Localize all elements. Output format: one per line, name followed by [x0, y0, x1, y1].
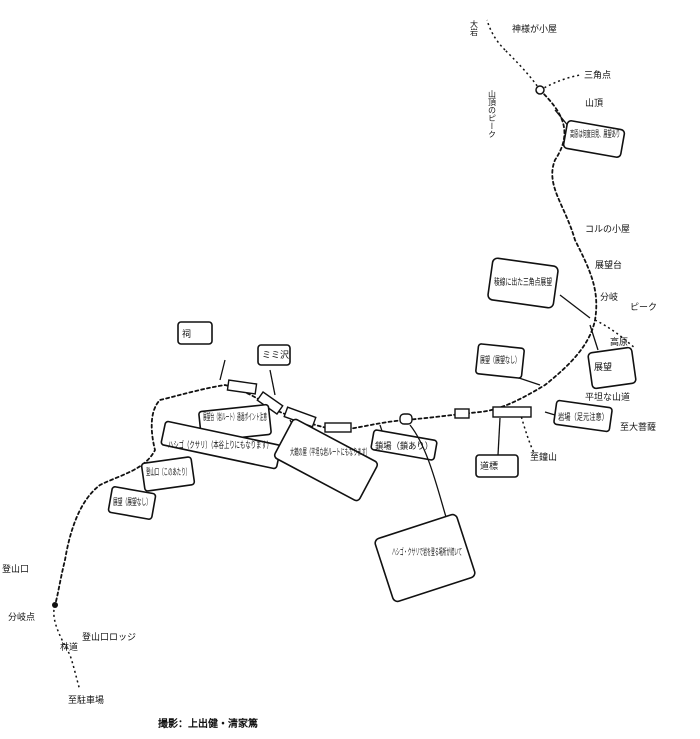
- label-right-d: 分岐: [600, 291, 618, 303]
- callout-summit-view: 高原は何度目見、展望あり: [554, 109, 626, 158]
- svg-text:登山口（このあたり）: 登山口（このあたり）: [146, 467, 190, 478]
- callout-rocky: 岩場（足元注意）: [544, 399, 613, 433]
- callout-view-none-left: 展望（展望なし）: [107, 486, 157, 520]
- svg-text:展望（展望なし）: 展望（展望なし）: [113, 496, 151, 508]
- main-trail: [54, 89, 598, 606]
- svg-text:道標: 道標: [480, 460, 498, 472]
- label-left-b: 分岐点: [8, 611, 35, 623]
- marker-trailhead: [52, 602, 58, 608]
- callout-mirror-house: 大鏡の屋（平坦な岩ルートにもなります）: [273, 418, 379, 502]
- svg-text:展望台（岩ルート）通過ポイント注意: 展望台（岩ルート）通過ポイント注意: [203, 411, 267, 423]
- label-left-c: 林道: [60, 641, 78, 653]
- svg-text:岩場（足元注意）: 岩場（足元注意）: [558, 411, 608, 423]
- label-mid-b: 展望台: [595, 259, 622, 271]
- top-branch-right: [539, 74, 581, 91]
- label-mid-c: 至鐘山: [530, 451, 557, 463]
- mid-south-branch: [519, 411, 536, 456]
- svg-text:ハシゴ・クサリで岩を登る場所が続いて: ハシゴ・クサリで岩を登る場所が続いて: [392, 546, 462, 558]
- svg-text:展望: 展望: [594, 361, 612, 373]
- callout-shrine: 祠: [177, 321, 226, 381]
- svg-text:ミミ沢: ミミ沢: [262, 349, 289, 361]
- label-top-d: 山頂: [585, 98, 603, 109]
- ladder-5: [454, 408, 470, 419]
- label-mid-a: コルの小屋: [585, 224, 630, 235]
- label-left-a: 登山口: [2, 564, 29, 575]
- marker-summit: [535, 85, 545, 95]
- svg-text:大鏡の屋（平坦な岩ルートにもなります）: 大鏡の屋（平坦な岩ルートにもなります）: [290, 446, 370, 458]
- label-bottom-a: 至駐車場: [68, 694, 104, 706]
- ladder-7: [399, 413, 413, 425]
- callout-signpost: 道標: [475, 417, 519, 478]
- label-top-c: 三角点: [584, 69, 611, 81]
- svg-text:祠: 祠: [182, 328, 191, 340]
- callout-rock-climb: ハシゴ・クサリで岩を登る場所が続いて: [374, 424, 476, 603]
- label-left-d: 登山口ロッジ: [82, 632, 136, 643]
- callout-ridge-triangle: 稜線に出た三角点展望: [487, 257, 591, 319]
- right-east-branch: [594, 319, 636, 349]
- callout-view-right: 展望: [587, 324, 637, 390]
- callout-chain-area: 鎖場（鎖あり）: [370, 424, 438, 461]
- callout-trailhead-area: 登山口（このあたり）: [140, 456, 196, 492]
- label-right-b: 平坦な山道: [585, 391, 630, 403]
- ladder-6: [492, 406, 532, 418]
- callout-view-none-mid: 展望（展望なし）: [475, 343, 541, 386]
- svg-text:ハシゴ（クサリ）（本谷上りにもなります）: ハシゴ（クサリ）（本谷上りにもなります）: [168, 439, 272, 451]
- label-top-e: 山頂のピーク: [488, 89, 497, 138]
- label-right-a: ピーク: [630, 302, 657, 313]
- map-caption: 撮影：上出健・清家篤: [158, 717, 258, 730]
- svg-text:高原は何度目見、展望あり: 高原は何度目見、展望あり: [570, 128, 620, 140]
- callout-mimi-sawa: ミミ沢: [257, 344, 291, 396]
- label-right-e: 至大菩薩: [620, 421, 656, 433]
- label-top-b: 神様が小屋: [512, 23, 557, 35]
- svg-text:稜線に出た三角点展望: 稜線に出た三角点展望: [494, 276, 552, 288]
- svg-text:鎖場（鎖あり）: 鎖場（鎖あり）: [375, 440, 433, 452]
- ladder-4: [324, 422, 352, 433]
- ladder-1: [226, 379, 258, 395]
- svg-text:展望（展望なし）: 展望（展望なし）: [480, 354, 520, 366]
- label-right-c: 高原: [610, 336, 628, 348]
- label-top-a: 大岩: [470, 19, 479, 37]
